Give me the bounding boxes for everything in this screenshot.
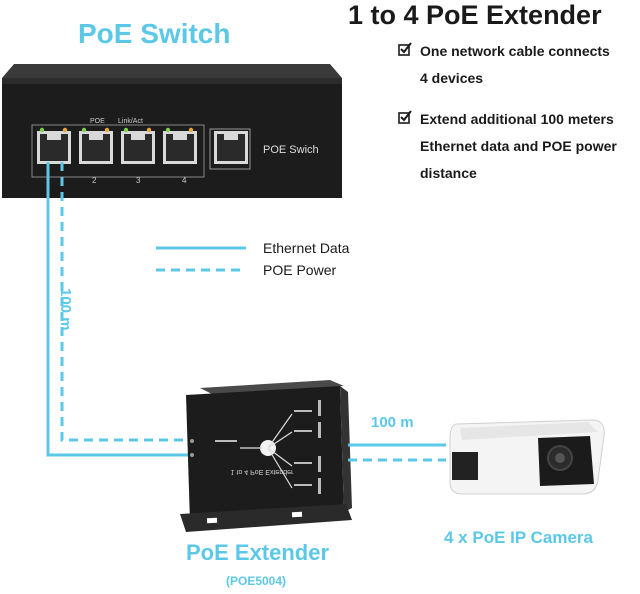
cable-extender-to-camera <box>348 443 446 462</box>
feature-line: 4 devices <box>420 70 484 86</box>
feature-line: Ethernet data and POE power <box>420 138 617 154</box>
feature-line: One network cable connects <box>420 43 610 59</box>
switch-port-3 <box>121 131 155 164</box>
led-indicator <box>39 127 45 133</box>
led-indicator <box>81 127 87 133</box>
feature-line: distance <box>420 165 477 181</box>
switch-port-uplink <box>37 131 71 164</box>
extender-title: PoE Extender <box>186 540 330 565</box>
diagram-title: 1 to 4 PoE Extender <box>348 0 602 30</box>
led-indicator <box>165 127 171 133</box>
led-indicator <box>188 127 194 133</box>
feature-item-2: Extend additional 100 meters Ethernet da… <box>398 106 617 187</box>
switch-header-link: Link/Act <box>118 118 143 125</box>
switch-port-2 <box>79 131 113 164</box>
poe-switch-title: PoE Switch <box>78 18 231 49</box>
checkbox-checked-icon <box>398 42 412 56</box>
checkbox-checked-icon <box>398 110 412 124</box>
legend: Ethernet Data POE Power <box>156 240 350 278</box>
distance-label-horizontal: 100 m <box>371 414 414 431</box>
ip-camera <box>449 419 605 495</box>
port-number: 4 <box>182 176 187 185</box>
led-indicator <box>104 127 110 133</box>
led-indicator <box>123 127 129 133</box>
poe-switch-device: POE Link/Act 2 3 4 POE Swich <box>2 64 342 198</box>
port-number: 2 <box>92 176 97 185</box>
legend-ethernet-data: Ethernet Data <box>263 240 350 256</box>
legend-poe-power: POE Power <box>263 262 336 278</box>
switch-header-poe: POE <box>90 118 105 125</box>
feature-item-1: One network cable connects 4 devices <box>398 38 610 92</box>
feature-line: Extend additional 100 meters <box>420 111 614 127</box>
extender-model: (POE5004) <box>226 574 287 588</box>
led-indicator <box>62 127 68 133</box>
led-indicator <box>146 127 152 133</box>
distance-label-vertical: 100 m <box>57 288 74 331</box>
switch-device-label: POE Swich <box>263 144 319 156</box>
poe-extender-device: 1 to 4 PoE Extender <box>180 380 352 532</box>
port-number: 3 <box>136 176 141 185</box>
camera-title: 4 x PoE IP Camera <box>444 528 593 547</box>
switch-port-uplink-2 <box>209 128 251 170</box>
extender-device-label: 1 to 4 PoE Extender <box>231 468 294 475</box>
cable-switch-to-extender <box>46 162 188 457</box>
switch-port-4 <box>163 131 197 164</box>
